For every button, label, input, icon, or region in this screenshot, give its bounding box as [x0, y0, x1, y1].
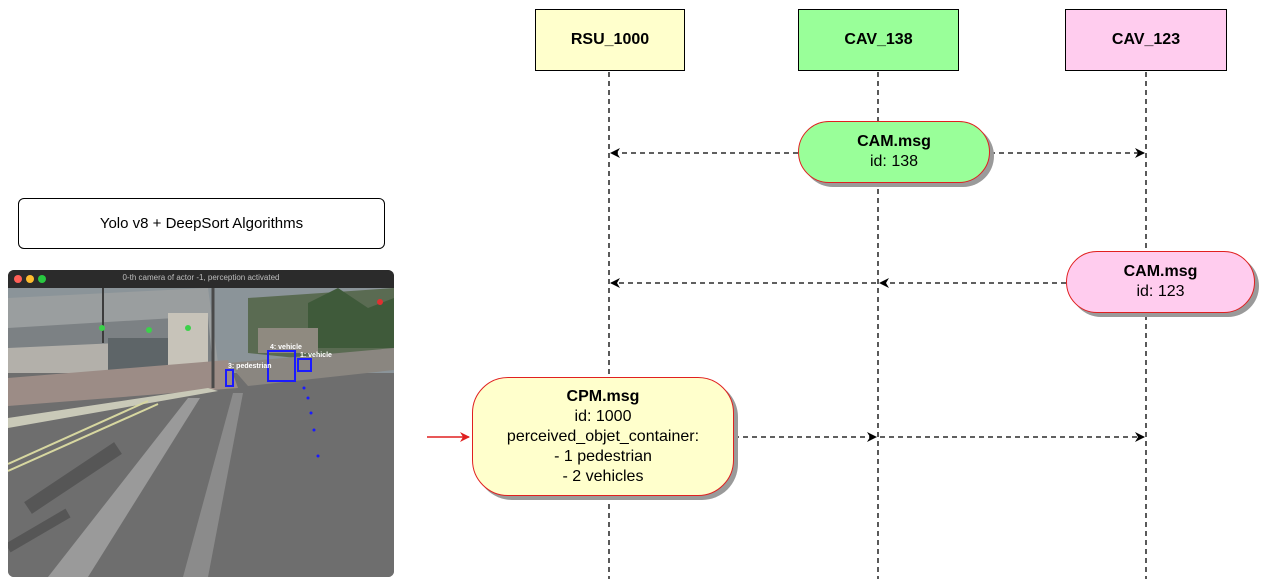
message-cam-123: CAM.msg id: 123 — [1066, 251, 1255, 313]
message-title: CPM.msg — [566, 387, 640, 405]
message-id: id: 138 — [869, 153, 919, 170]
message-title: CAM.msg — [1123, 263, 1198, 280]
camera-window-title: 0-th camera of actor -1, perception acti… — [122, 273, 280, 282]
minimize-button[interactable] — [26, 275, 34, 283]
actor-cav-123: CAV_123 — [1065, 9, 1227, 71]
message-item-vehicles: - 2 vehicles — [562, 467, 644, 485]
camera-scene: 4: vehicle 1: vehicle 3: pedestrian — [8, 288, 394, 577]
detection-box-pedestrian-3 — [225, 369, 234, 387]
close-button[interactable] — [14, 275, 22, 283]
message-id: id: 1000 — [574, 407, 632, 425]
zoom-button[interactable] — [38, 275, 46, 283]
message-cam-138: CAM.msg id: 138 — [798, 121, 990, 183]
message-container-label: perceived_objet_container: — [506, 427, 700, 445]
detection-label-vehicle-1: 1: vehicle — [300, 352, 332, 359]
actor-rsu-1000: RSU_1000 — [535, 9, 685, 71]
detection-label-vehicle-4: 4: vehicle — [270, 344, 302, 351]
perception-algorithm-label: Yolo v8 + DeepSort Algorithms — [18, 198, 385, 249]
message-item-pedestrian: - 1 pedestrian — [554, 447, 652, 465]
detection-box-vehicle-4 — [267, 350, 296, 382]
message-title: CAM.msg — [857, 133, 931, 150]
message-id: id: 123 — [1136, 283, 1185, 300]
detection-box-vehicle-1 — [297, 358, 312, 372]
detection-label-pedestrian-3: 3: pedestrian — [228, 363, 272, 370]
camera-window-titlebar: 0-th camera of actor -1, perception acti… — [8, 270, 394, 288]
actor-cav-138: CAV_138 — [798, 9, 959, 71]
camera-window: 0-th camera of actor -1, perception acti… — [8, 270, 394, 577]
message-cpm-1000: CPM.msg id: 1000 perceived_objet_contain… — [472, 377, 734, 496]
